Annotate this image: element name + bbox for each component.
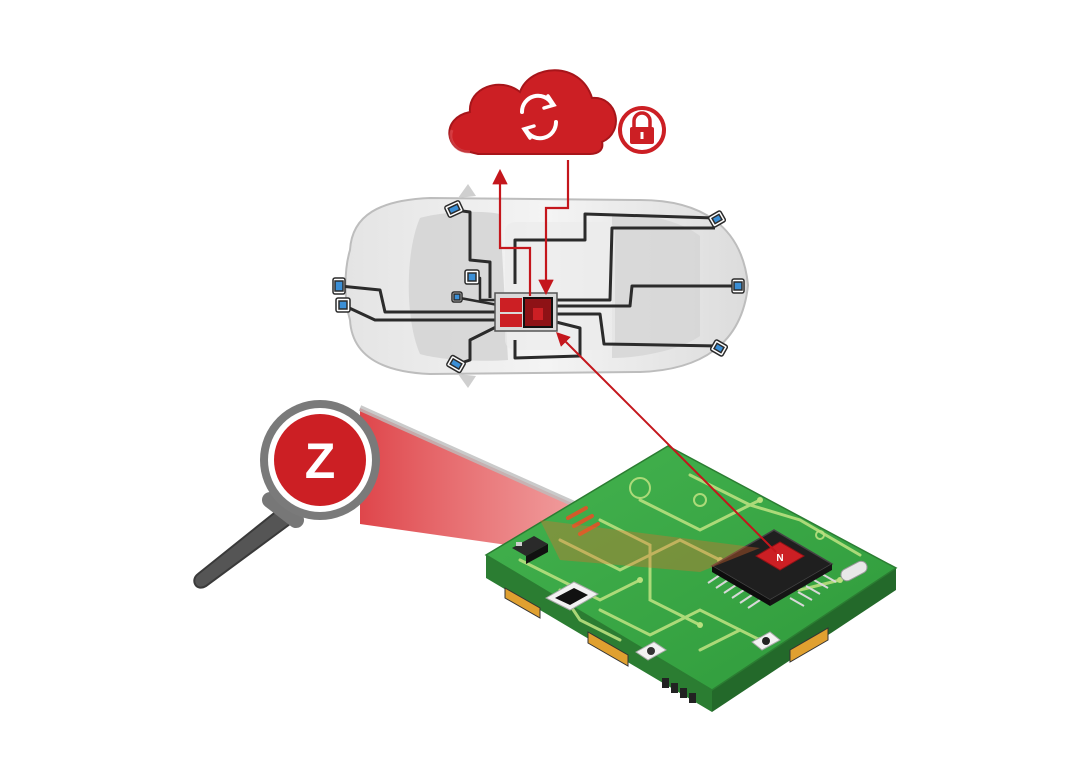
board-components [512,506,868,661]
central-ecu [494,292,558,332]
microcontroller-chip: N [707,529,837,609]
chip-label: N [776,553,783,564]
cloud-sync-icon [448,69,617,155]
sync-arrows-icon [519,93,559,141]
board-connectors [504,587,829,703]
car-topview [332,160,750,388]
circuit-board: N [484,445,898,712]
magnifier-label: Z [305,433,336,489]
lock-icon [618,106,666,154]
sensor-nodes [332,200,745,374]
magnifier-icon: Z [193,400,380,589]
